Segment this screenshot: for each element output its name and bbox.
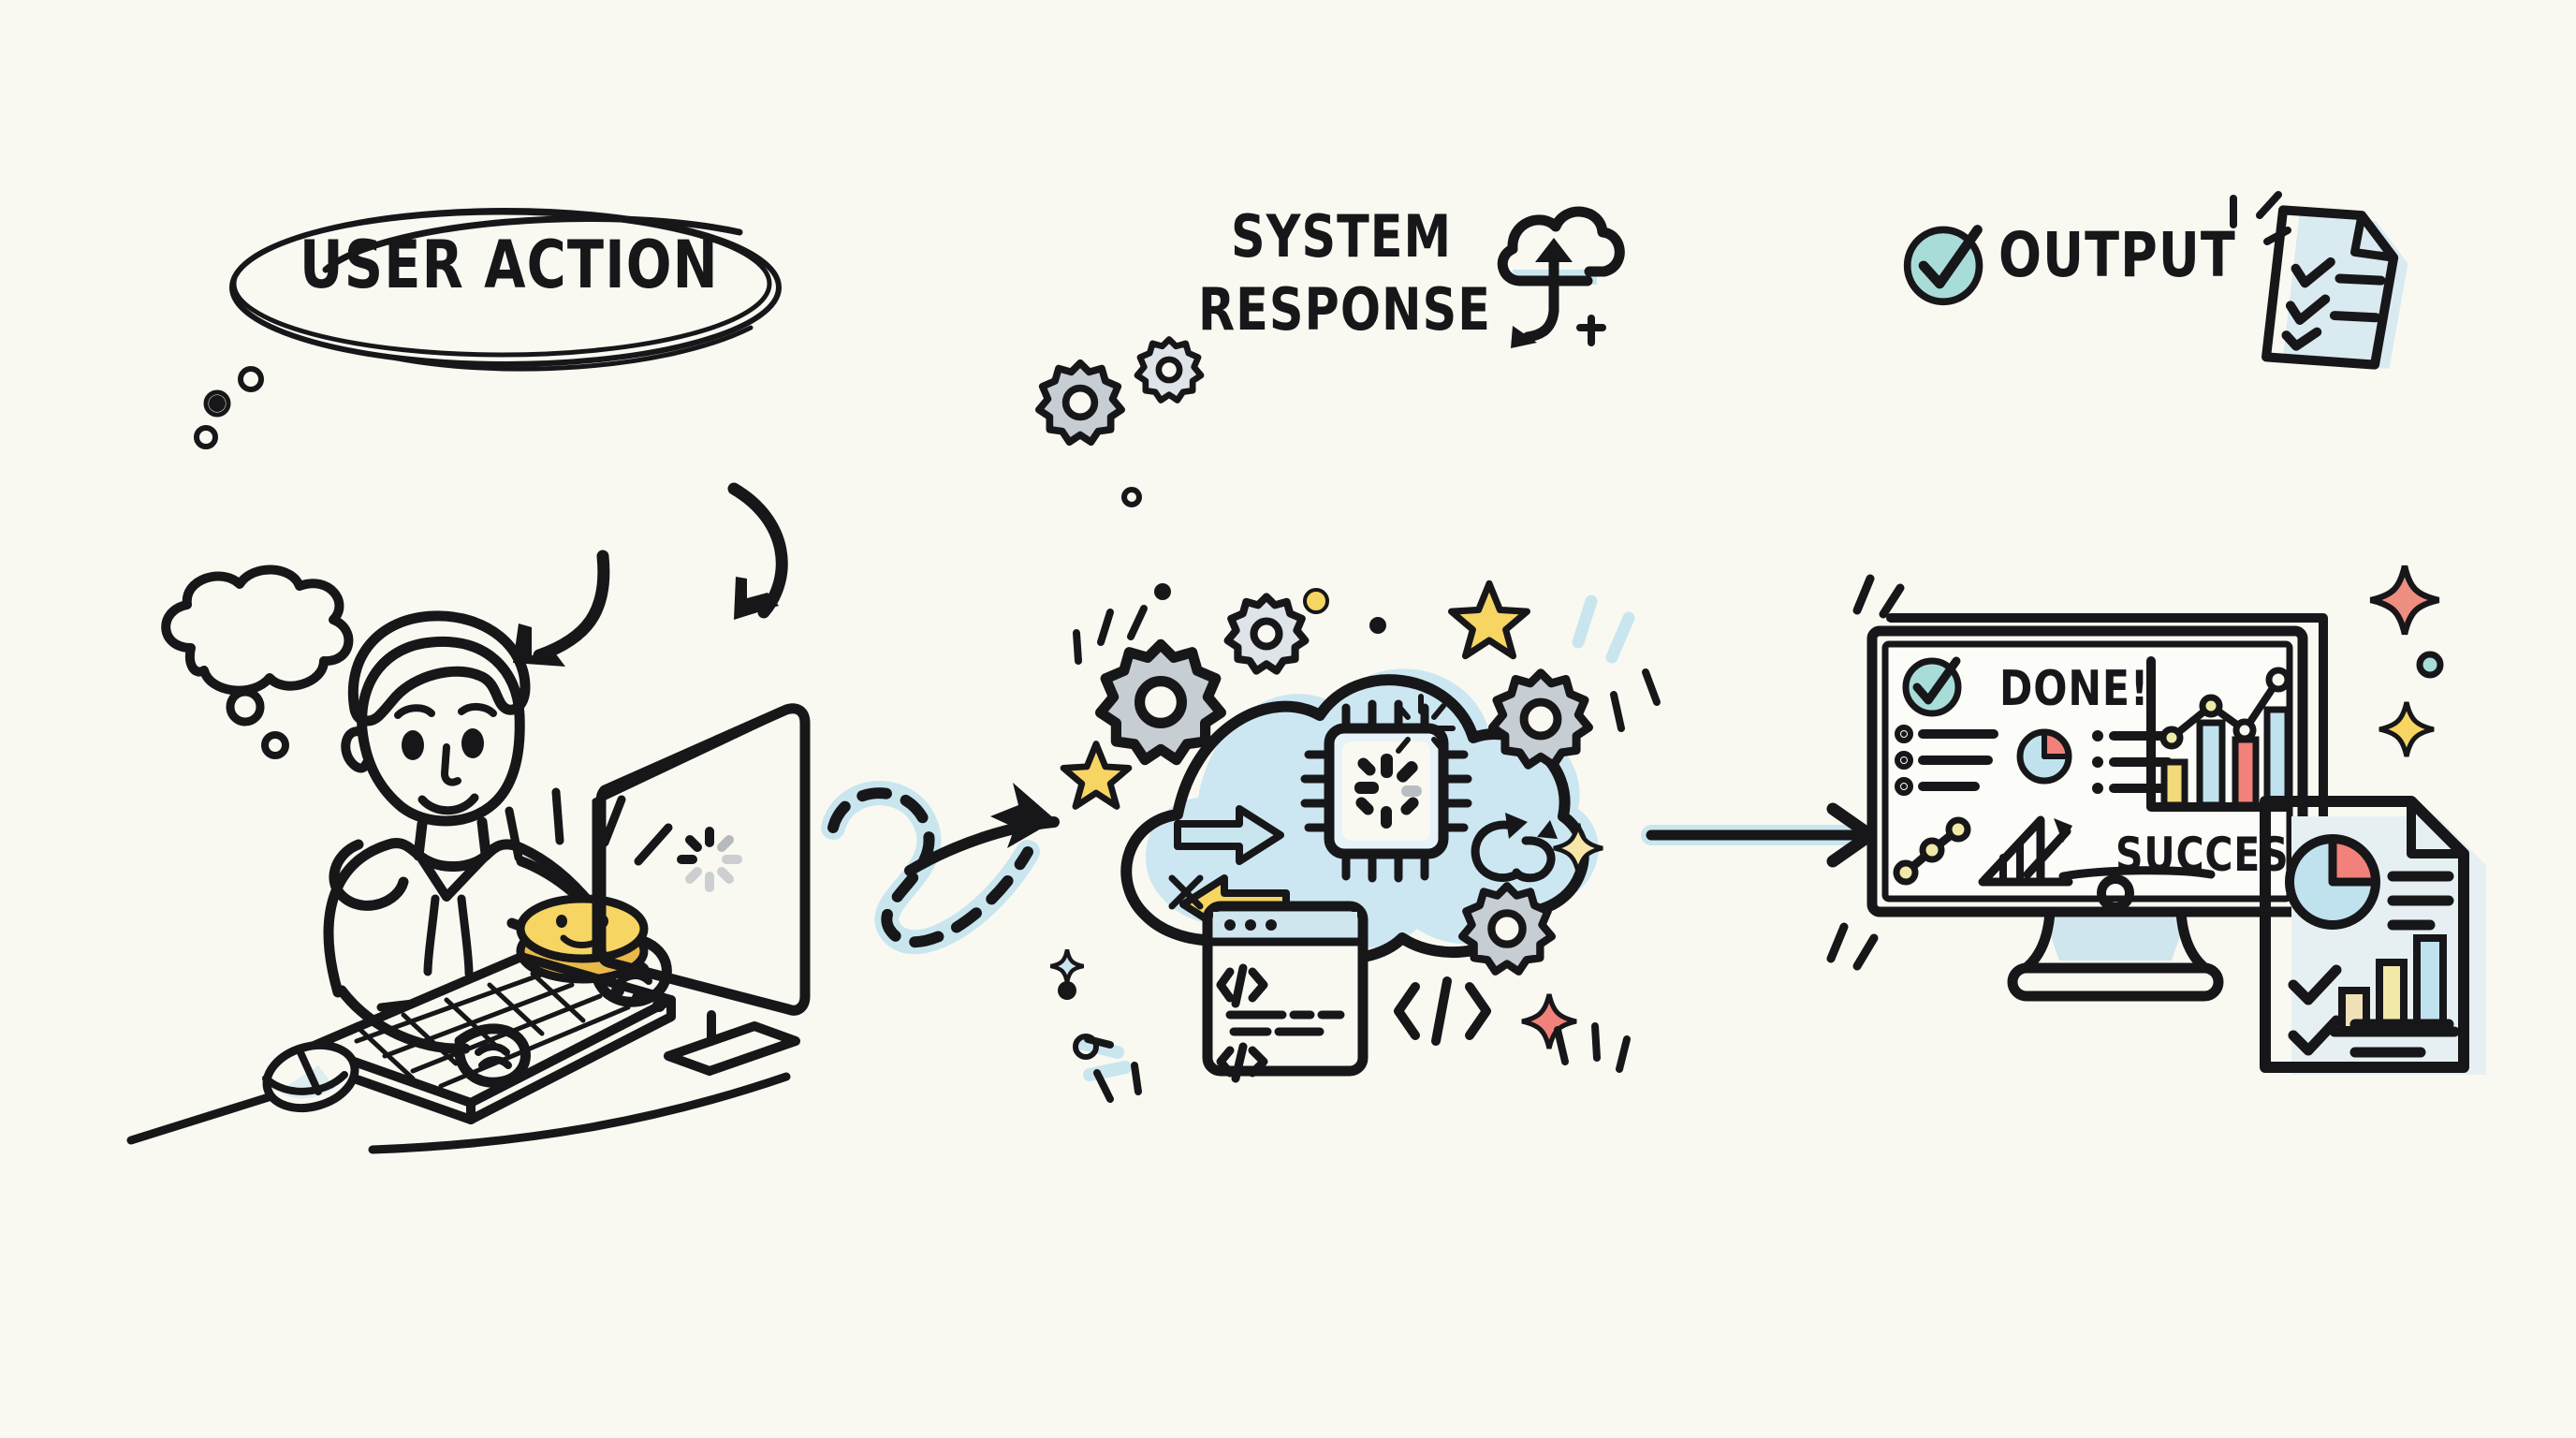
screen-done-label: DONE!	[1999, 661, 2150, 717]
sync-icon	[1464, 807, 1567, 891]
speed-lines	[1837, 569, 1911, 682]
speed-lines	[1541, 592, 1662, 741]
cpu-chip-icon	[1294, 693, 1481, 889]
sparkle-icon	[1520, 992, 1578, 1050]
document-stack-icon	[2251, 201, 2420, 389]
gear-icon	[1488, 667, 1593, 771]
doodle-dots	[1101, 580, 1438, 712]
user-monitor	[571, 693, 842, 1076]
doodle-dots	[194, 366, 318, 473]
person	[248, 590, 754, 1088]
speed-lines	[1816, 917, 1891, 1030]
gear-icon	[1223, 592, 1310, 676]
output-label: OUTPUT	[1998, 219, 2236, 291]
output-monitor	[1863, 599, 2340, 992]
system-response-label-line2: RESPONSE	[1198, 275, 1492, 344]
sparkle-icon	[2368, 564, 2441, 637]
speed-lines	[2218, 183, 2303, 268]
sparkle-icon	[2378, 700, 2436, 758]
thought-bubble	[142, 562, 395, 786]
speed-lines	[1069, 1020, 1181, 1123]
code-tag-icon	[1391, 974, 1494, 1049]
gear-icon	[1035, 358, 1125, 448]
monitor-stand	[1994, 874, 2237, 1030]
user-action-label: USER ACTION	[300, 227, 719, 303]
gear-icon	[1134, 335, 1205, 404]
doodle-dots	[1054, 936, 1166, 1077]
report-page	[2247, 786, 2546, 1095]
star-icon	[1060, 740, 1133, 811]
button-press-impact-lines	[505, 786, 676, 871]
star-icon	[1447, 579, 1531, 661]
speed-lines	[1541, 1020, 1644, 1105]
sparkle-icon	[1552, 822, 1604, 874]
arrow-label-to-person	[505, 482, 814, 702]
mouse[interactable]	[260, 1037, 363, 1112]
keyboard[interactable]	[304, 936, 679, 1124]
gear-icon	[1458, 880, 1556, 977]
cloud-upload-icon	[1479, 187, 1629, 348]
arrow-user-to-cloud	[820, 768, 1138, 992]
system-response-label-line1: SYSTEM	[1231, 202, 1453, 271]
check-circle-icon	[1900, 217, 1990, 307]
gear-icon	[1095, 637, 1226, 768]
speed-lines	[1058, 599, 1161, 702]
user-action-ellipse-doodle	[215, 197, 796, 374]
doodle-x-mark	[1163, 869, 1209, 916]
doodle-dot	[2413, 648, 2447, 682]
code-window-icon	[1202, 901, 1370, 1083]
doodle-dot	[1120, 485, 1144, 509]
sparkle-burst-icon	[1385, 693, 1456, 764]
